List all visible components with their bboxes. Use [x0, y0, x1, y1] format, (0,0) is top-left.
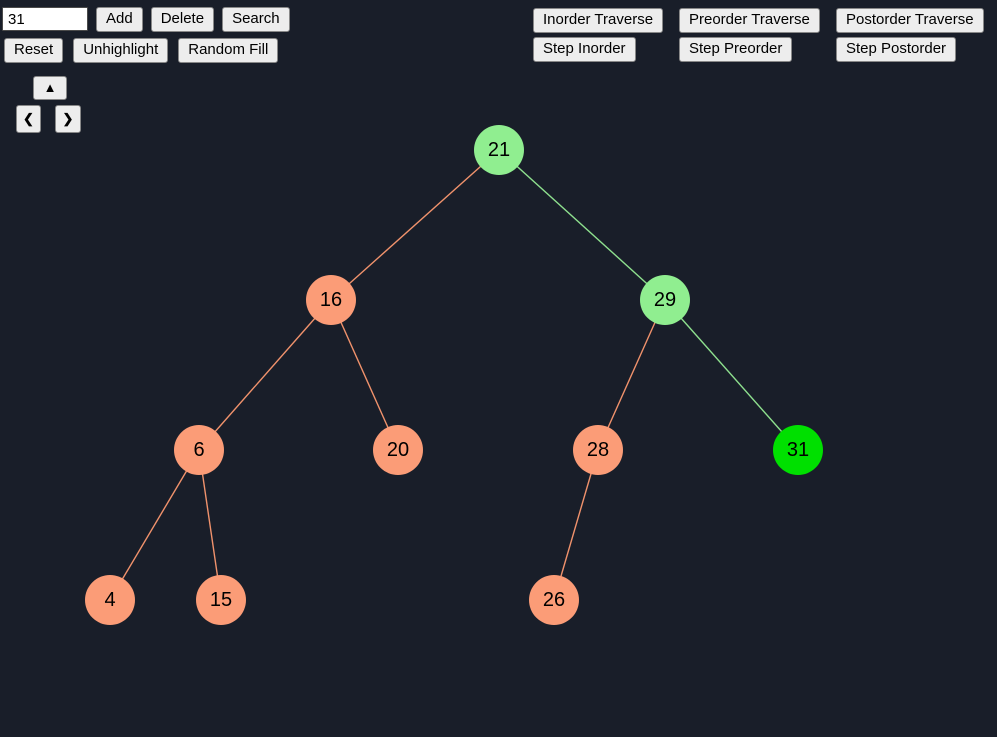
- tree-node-28: 28: [573, 425, 623, 475]
- delete-button[interactable]: Delete: [150, 7, 215, 32]
- step-preorder-button[interactable]: Step Preorder: [679, 36, 793, 62]
- unhighlight-button[interactable]: Unhighlight: [73, 38, 169, 63]
- value-input[interactable]: [2, 7, 88, 32]
- reset-button[interactable]: Reset: [4, 38, 64, 63]
- tree-edge-6-4: [109, 449, 200, 601]
- tree-edge-21-29: [498, 149, 666, 301]
- tree-node-31: 31: [773, 425, 823, 475]
- random-fill-button[interactable]: Random Fill: [178, 38, 279, 63]
- tree-node-16: 16: [306, 275, 356, 325]
- tree-edge-28-26: [553, 449, 599, 601]
- tree-node-21: 21: [474, 125, 524, 175]
- traversal-column-preorder: Preorder Traverse Step Preorder: [679, 8, 820, 62]
- preorder-traverse-button[interactable]: Preorder Traverse: [679, 8, 820, 33]
- traversal-column-inorder: Inorder Traverse Step Inorder: [533, 8, 664, 62]
- postorder-traverse-button[interactable]: Postorder Traverse: [836, 8, 984, 33]
- inorder-traverse-button[interactable]: Inorder Traverse: [533, 8, 664, 33]
- toolbar-row-2: Reset Unhighlight Random Fill: [4, 38, 279, 63]
- tree-node-6: 6: [174, 425, 224, 475]
- pan-up-button[interactable]: ▲: [33, 76, 67, 100]
- step-postorder-button[interactable]: Step Postorder: [836, 36, 957, 62]
- search-button[interactable]: Search: [222, 7, 290, 32]
- tree-edge-16-6: [198, 299, 332, 451]
- toolbar-row-1: Add Delete Search: [2, 7, 290, 32]
- traversal-column-postorder: Postorder Traverse Step Postorder: [836, 8, 984, 62]
- tree-edge-29-28: [597, 299, 666, 451]
- tree-node-4: 4: [85, 575, 135, 625]
- tree-node-20: 20: [373, 425, 423, 475]
- tree-node-15: 15: [196, 575, 246, 625]
- tree-edge-21-16: [330, 149, 500, 301]
- chevron-right-icon: ❯: [62, 110, 74, 126]
- tree-node-26: 26: [529, 575, 579, 625]
- pan-right-button[interactable]: ❯: [55, 105, 81, 133]
- tree-node-29: 29: [640, 275, 690, 325]
- step-inorder-button[interactable]: Step Inorder: [533, 36, 636, 62]
- tree-edge-29-31: [664, 299, 799, 451]
- pan-left-button[interactable]: ❮: [16, 105, 41, 133]
- chevron-left-icon: ❮: [23, 110, 34, 126]
- up-arrow-icon: ▲: [43, 79, 57, 95]
- add-button[interactable]: Add: [96, 7, 143, 32]
- tree-edge-16-20: [330, 299, 399, 451]
